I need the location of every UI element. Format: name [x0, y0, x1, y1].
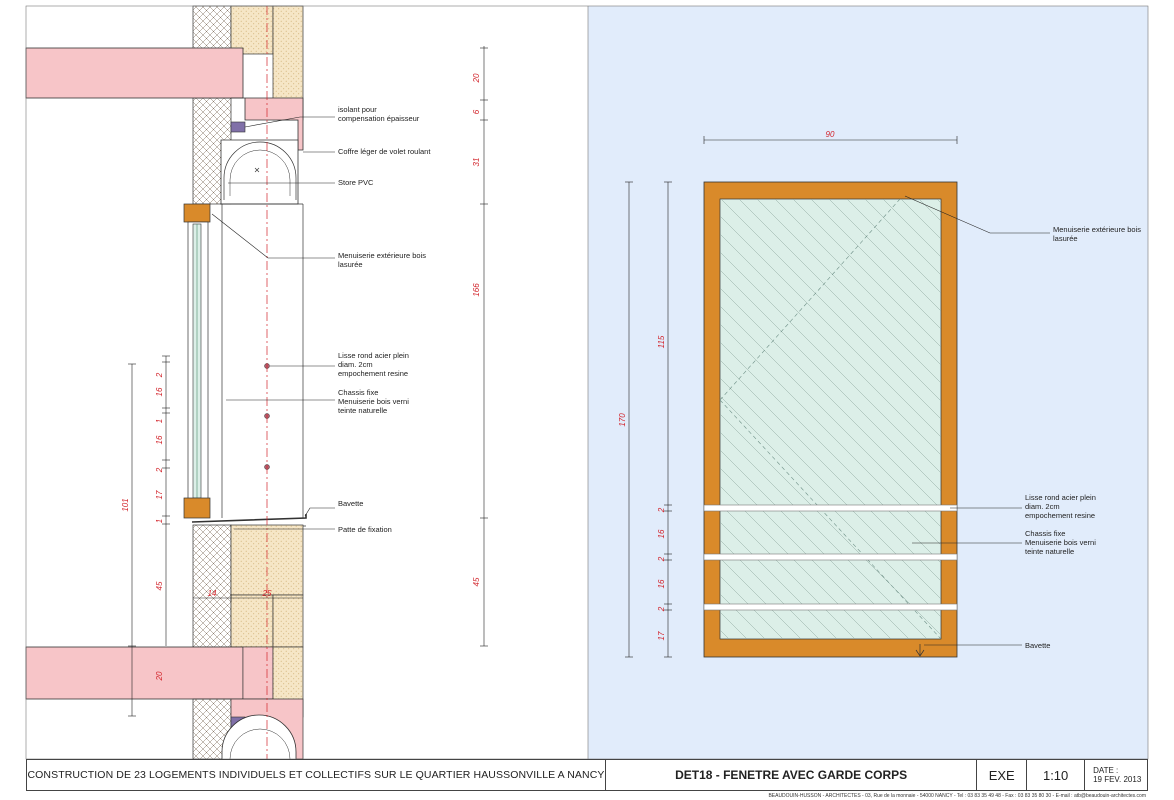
- dim-90: 90: [826, 130, 835, 139]
- slab-upper: [25, 47, 244, 99]
- svg-text:17: 17: [657, 631, 666, 640]
- slab-lower: [25, 646, 244, 700]
- dim-31: 31: [472, 158, 481, 167]
- architect-footer: BEAUDOUIN-HUSSON - ARCHITECTES - 03, Rue…: [768, 793, 1146, 799]
- label-patte: Patte de fixation: [338, 525, 392, 534]
- shutter-box: [220, 139, 299, 205]
- svg-text:1: 1: [155, 419, 164, 423]
- dim-20-lower: 20: [155, 671, 164, 681]
- svg-text:16: 16: [657, 579, 666, 588]
- elev-rod-1: [703, 504, 958, 512]
- dim-20: 20: [472, 73, 481, 83]
- elevation-dimensions: [625, 136, 958, 658]
- label-coffre: Coffre léger de volet roulant: [338, 147, 431, 156]
- elevation-dim-texts: 90 170 115 2 16 2 16 2 17: [618, 130, 835, 640]
- date-label: DATE :: [1093, 766, 1119, 775]
- svg-text:16: 16: [155, 435, 164, 444]
- dim-170: 170: [618, 413, 627, 427]
- bavette-line: [191, 514, 307, 523]
- svg-text:2: 2: [657, 606, 666, 612]
- compensation-insulation: [230, 121, 246, 133]
- elevation-view: [703, 181, 1050, 658]
- dim-25: 25: [262, 589, 272, 598]
- lintel-upper: [231, 97, 304, 151]
- drawing-scale: 1:10: [1027, 760, 1086, 790]
- dim-6: 6: [472, 109, 481, 114]
- date-box: DATE : 19 FEV. 2013: [1085, 760, 1147, 790]
- wall-block-lower: [192, 524, 232, 648]
- frame-head: [183, 203, 211, 223]
- svg-text:2: 2: [657, 556, 666, 562]
- section-view: [25, 5, 335, 760]
- label-store: Store PVC: [338, 178, 374, 187]
- section-dim-texts: 20 6 31 166 45 2 16 1 16 2 17 1 101 45 2…: [121, 73, 481, 681]
- project-title: CONSTRUCTION DE 23 LOGEMENTS INDIVIDUELS…: [27, 760, 606, 790]
- date-value: 19 FEV. 2013: [1093, 775, 1142, 784]
- dim-45-right: 45: [472, 577, 481, 586]
- wall-insulation-upper: [230, 5, 274, 55]
- label-bavette-elev: Bavette: [1025, 641, 1050, 650]
- dim-101: 101: [121, 498, 130, 511]
- shutter-roll: [223, 141, 297, 200]
- dim-14: 14: [208, 589, 217, 598]
- dim-45-left: 45: [155, 581, 164, 590]
- section-dimensions: [128, 46, 488, 717]
- label-bavette-section: Bavette: [338, 499, 363, 508]
- svg-text:2: 2: [657, 507, 666, 513]
- frame-sill: [183, 497, 211, 519]
- sheet-title: DET18 - FENETRE AVEC GARDE CORPS: [606, 760, 978, 790]
- phase-code: EXE: [977, 760, 1028, 790]
- title-block: CONSTRUCTION DE 23 LOGEMENTS INDIVIDUELS…: [26, 759, 1148, 791]
- elev-rod-2: [703, 553, 958, 561]
- svg-text:16: 16: [155, 387, 164, 396]
- svg-text:17: 17: [155, 490, 164, 499]
- dim-115: 115: [657, 335, 666, 348]
- dim-166: 166: [472, 283, 481, 297]
- svg-text:1: 1: [155, 519, 164, 523]
- svg-text:16: 16: [657, 529, 666, 538]
- svg-text:2: 2: [155, 372, 164, 378]
- elev-rod-3: [703, 603, 958, 611]
- svg-text:2: 2: [155, 467, 164, 473]
- shutter-roll-lower: [221, 714, 297, 759]
